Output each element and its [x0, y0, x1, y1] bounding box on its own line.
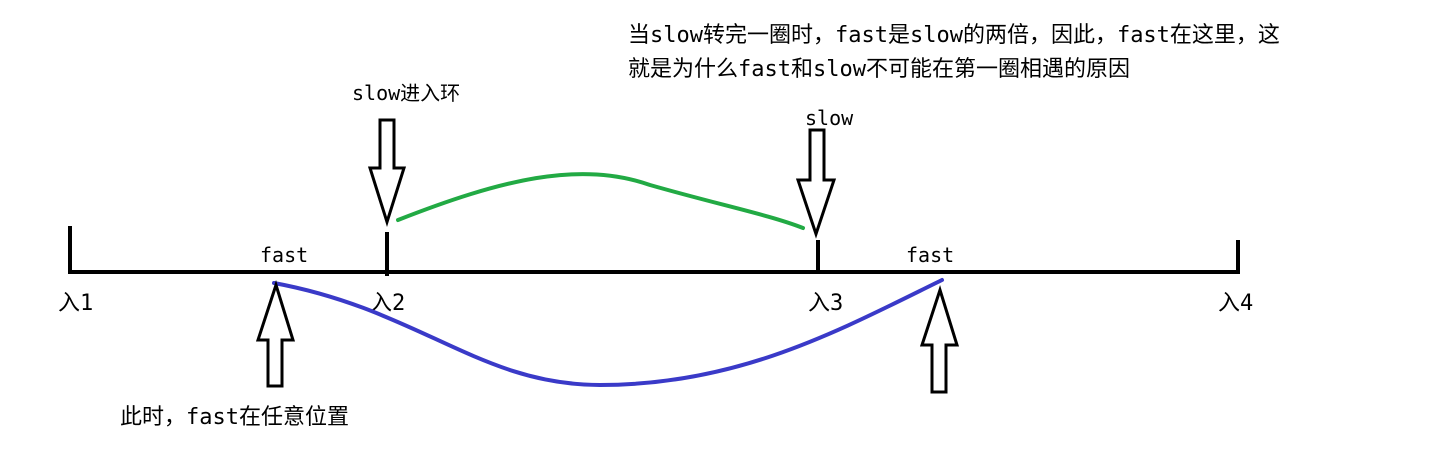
fast-path-arc — [272, 278, 944, 388]
bottom-note: 此时，fast在任意位置 — [120, 405, 349, 430]
tick-label-entry1: 入1 — [58, 291, 93, 316]
top-note-line1: 当slow转完一圈时，fast是slow的两倍，因此，fast在这里，这 — [628, 23, 1280, 48]
fast-label-left: fast — [260, 243, 308, 267]
down-arrow-slow-icon — [795, 128, 837, 239]
up-arrow-fast-right-icon — [919, 285, 960, 394]
tick-label-entry4: 入4 — [1218, 291, 1253, 316]
down-arrow-slow-enter-icon — [367, 118, 407, 227]
slow-path-arc — [396, 171, 805, 230]
slow-label: slow — [805, 106, 854, 130]
top-note-line2: 就是为什么fast和slow不可能在第一圈相遇的原因 — [628, 57, 1130, 82]
tick-label-entry3: 入3 — [808, 291, 843, 316]
fast-label-right: fast — [906, 243, 954, 267]
up-arrow-fast-left-icon — [255, 280, 296, 388]
slow-enter-label: slow进入环 — [352, 81, 460, 105]
